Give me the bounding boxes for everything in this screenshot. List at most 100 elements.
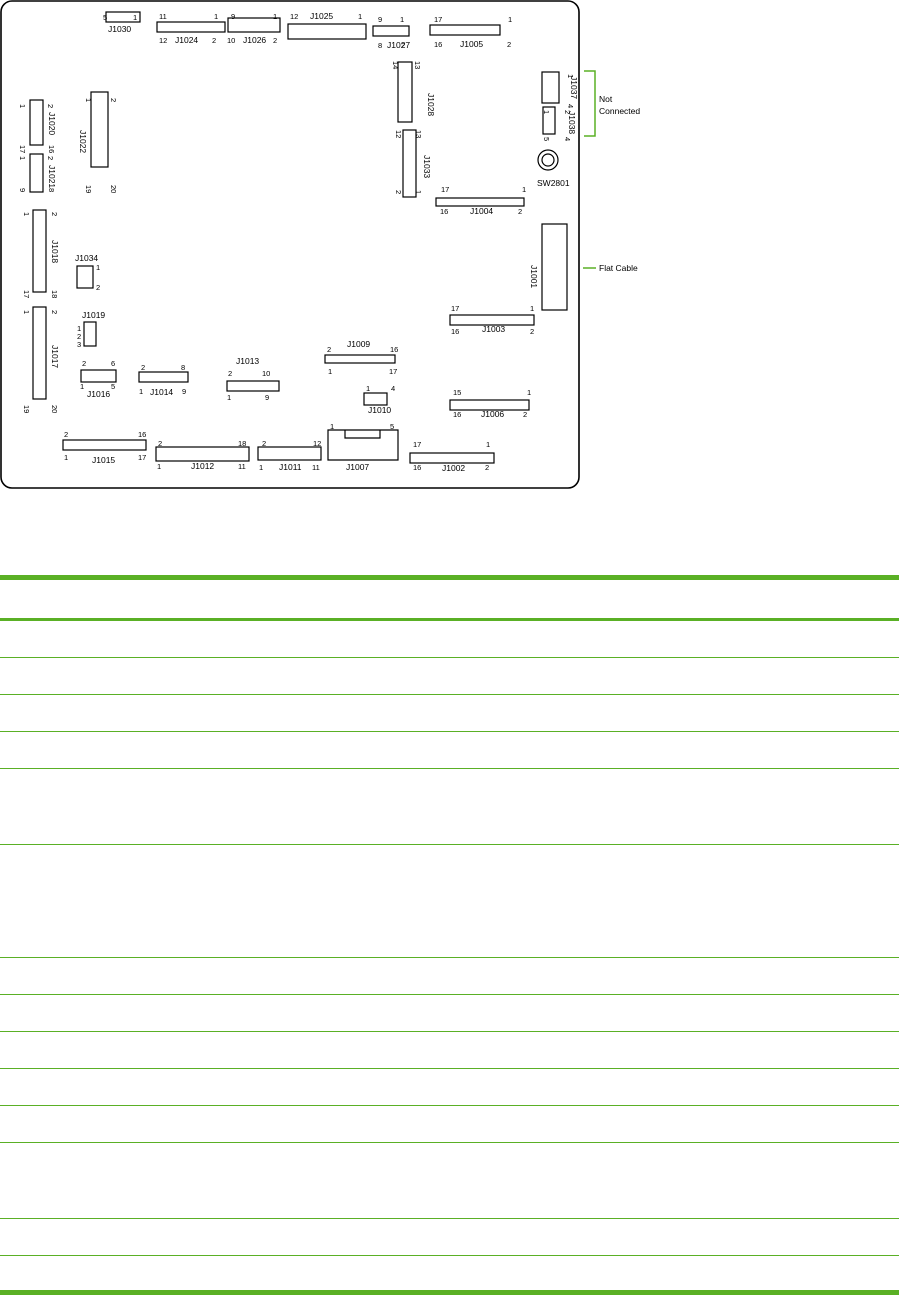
j1027-connector <box>372 25 410 37</box>
table-cell <box>470 994 899 1032</box>
table-cell <box>210 694 470 732</box>
j1017-label: J1017 <box>50 345 60 368</box>
table-row <box>0 694 899 732</box>
j1004-connector <box>435 197 525 207</box>
j1010-label: J1010 <box>368 405 391 415</box>
j1020-connector <box>29 99 44 146</box>
j1027-pin-label: 8 <box>378 41 382 50</box>
j1005-pin-label: 2 <box>507 40 511 49</box>
j1028-pin-label: 14 <box>391 61 400 69</box>
flat-cable-callout: Flat Cable <box>583 263 638 273</box>
j1016-connector <box>80 369 117 383</box>
j1022-connector <box>90 91 109 168</box>
j1010-pin-label: 4 <box>391 384 395 393</box>
j1025-label: J1025 <box>310 11 333 21</box>
table-row <box>0 657 899 695</box>
j1007-label: J1007 <box>346 462 369 472</box>
j1028-pin-label: 13 <box>413 61 422 69</box>
flat-cable-label: Flat Cable <box>599 263 638 273</box>
table-cell <box>470 619 899 658</box>
j1027-pin-label: 2 <box>401 41 405 50</box>
j1002-connector <box>409 452 495 464</box>
j1012-pin-label: 1 <box>157 462 161 471</box>
table-cell <box>210 994 470 1032</box>
j1005-pin-label: 16 <box>434 40 442 49</box>
j1005-pin-label: 17 <box>434 15 442 24</box>
j1004-pin-label: 17 <box>441 185 449 194</box>
switch-sw2801 <box>537 149 559 171</box>
j1011-pin-label: 2 <box>262 439 266 448</box>
j1003-connector <box>449 314 535 326</box>
j1012-pin-label: 11 <box>238 462 246 471</box>
j1016-label: J1016 <box>87 389 110 399</box>
j1021-label: J1021 <box>47 165 57 188</box>
j1021-pin-label: 9 <box>18 188 27 192</box>
j1003-pin-label: 2 <box>530 327 534 336</box>
table-cell <box>0 1255 210 1295</box>
table-cell <box>470 1142 899 1219</box>
j1016-pin-label: 6 <box>111 359 115 368</box>
j1011-pin-label: 12 <box>313 439 321 448</box>
table-row <box>0 1142 899 1219</box>
table-row <box>0 844 899 958</box>
j1021-pin-label: 2 <box>46 156 55 160</box>
j1016-pin-label: 2 <box>82 359 86 368</box>
j1003-pin-label: 1 <box>530 304 534 313</box>
j1024-pin-label: 12 <box>159 36 167 45</box>
j1019-connector <box>83 321 97 347</box>
j1010-pin-label: 1 <box>366 384 370 393</box>
j1019-label: J1019 <box>82 310 105 320</box>
j1014-connector <box>138 371 189 383</box>
j1018-pin-label: 2 <box>50 212 59 216</box>
table-cell <box>470 768 899 845</box>
j1037-connector <box>541 71 560 104</box>
j1014-pin-label: 1 <box>139 387 143 396</box>
connector-table-section <box>0 575 899 1295</box>
table-cell <box>470 1255 899 1295</box>
table-cell <box>0 994 210 1032</box>
table-cell <box>470 957 899 995</box>
table-cell <box>470 1105 899 1143</box>
j1026-pin-label: 10 <box>227 36 235 45</box>
table-cell <box>210 1068 470 1106</box>
table-cell <box>0 1218 210 1256</box>
j1009-pin-label: 17 <box>389 367 397 376</box>
j1038-pin-label: 5 <box>542 137 551 141</box>
j1009-pin-label: 16 <box>390 345 398 354</box>
table-cell <box>210 619 470 658</box>
j1037-label: J1037 <box>569 76 579 99</box>
j1012-label: J1012 <box>191 461 214 471</box>
table-cell <box>0 619 210 658</box>
j1020-label: J1020 <box>47 112 57 135</box>
j1017-connector <box>32 306 47 400</box>
connector-table <box>0 575 899 1295</box>
j1030-label: J1030 <box>108 24 131 34</box>
j1020-pin-label: 17 <box>18 145 27 153</box>
j1025-connector <box>287 23 367 40</box>
j1038-pin-label: 1 <box>542 110 551 114</box>
j1005-connector <box>429 24 501 36</box>
table-header-row <box>0 575 899 621</box>
j1013-label: J1013 <box>236 356 259 366</box>
table-cell <box>470 657 899 695</box>
j1010-connector <box>363 392 388 406</box>
j1034-label: J1034 <box>75 253 98 263</box>
j1034-connector <box>76 265 94 289</box>
j1012-pin-label: 2 <box>158 439 162 448</box>
j1018-pin-label: 1 <box>22 212 31 216</box>
j1001-connector <box>541 223 568 311</box>
table-cell <box>210 731 470 769</box>
j1011-label: J1011 <box>279 462 302 472</box>
not-connected-callout: Not Connected <box>584 70 640 137</box>
table-cell <box>0 1142 210 1219</box>
table-cell <box>470 731 899 769</box>
table-cell <box>470 1068 899 1106</box>
table-cell <box>0 957 210 995</box>
table-cell <box>0 844 210 958</box>
j1004-pin-label: 2 <box>518 207 522 216</box>
j1017-pin-label: 1 <box>22 310 31 314</box>
j1017-pin-label: 20 <box>50 405 59 413</box>
j1025-pin-label: 12 <box>290 12 298 21</box>
j1007-connector <box>327 429 399 461</box>
j1015-pin-label: 16 <box>138 430 146 439</box>
